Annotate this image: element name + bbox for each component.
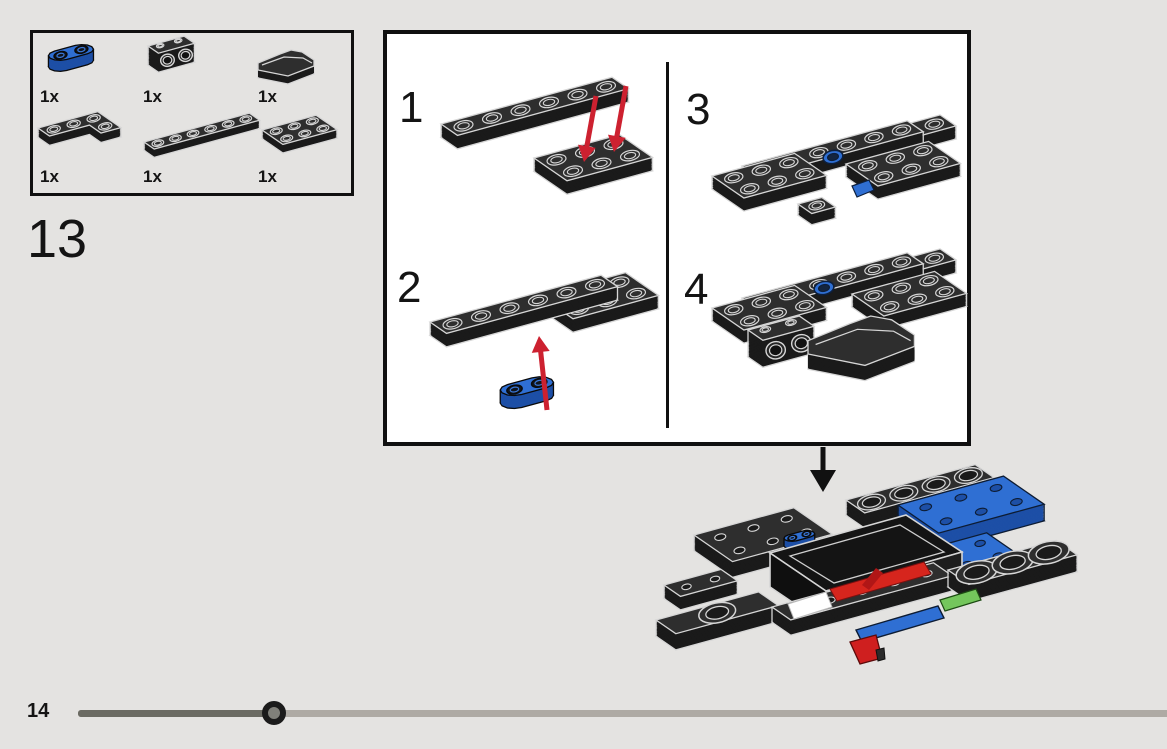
substep-number: 3 — [686, 85, 711, 134]
substep-number: 1 — [399, 83, 424, 132]
part-quantity-label: 1x — [40, 167, 59, 186]
model-left-wing — [654, 591, 780, 651]
model-green-piece — [939, 588, 982, 612]
parts-list-box — [30, 30, 354, 196]
page-number: 14 — [27, 700, 50, 722]
page-progress-slider[interactable] — [0, 695, 1167, 735]
model-cabin-box — [768, 514, 964, 627]
model-red-piece — [849, 634, 883, 665]
model-right-plate — [946, 539, 1079, 603]
substeps-panel — [383, 30, 971, 446]
substep-number: 2 — [397, 263, 422, 312]
model-blue-bar — [854, 605, 946, 643]
model-red-piece-clip — [875, 647, 886, 662]
substep-number: 4 — [684, 265, 709, 314]
substeps-divider — [666, 62, 669, 428]
model-blue-rounded-plate — [783, 529, 816, 550]
model-blue-plate-upper — [896, 475, 1046, 551]
model-red-strip — [829, 561, 932, 602]
model-blue-plate-lower — [922, 532, 1025, 591]
part-quantity-label: 1x — [143, 87, 162, 106]
part-quantity-label: 1x — [40, 87, 59, 106]
step-number: 13 — [27, 209, 88, 269]
model-left-small-plate — [662, 568, 740, 611]
model-white-patch — [787, 591, 833, 620]
model-top-back-plate — [844, 463, 996, 529]
slider-track[interactable] — [78, 710, 1167, 717]
model-front-band — [770, 562, 954, 636]
part-quantity-label: 1x — [258, 167, 277, 186]
assembled-model-preview — [654, 463, 1079, 665]
slider-knob[interactable] — [262, 701, 287, 725]
slider-track-filled[interactable] — [78, 710, 275, 717]
part-quantity-label: 1x — [143, 167, 162, 186]
part-quantity-label: 1x — [258, 87, 277, 106]
model-red-fold — [862, 568, 883, 590]
down-arrow-icon — [810, 447, 836, 492]
model-left-cluster — [692, 506, 834, 579]
